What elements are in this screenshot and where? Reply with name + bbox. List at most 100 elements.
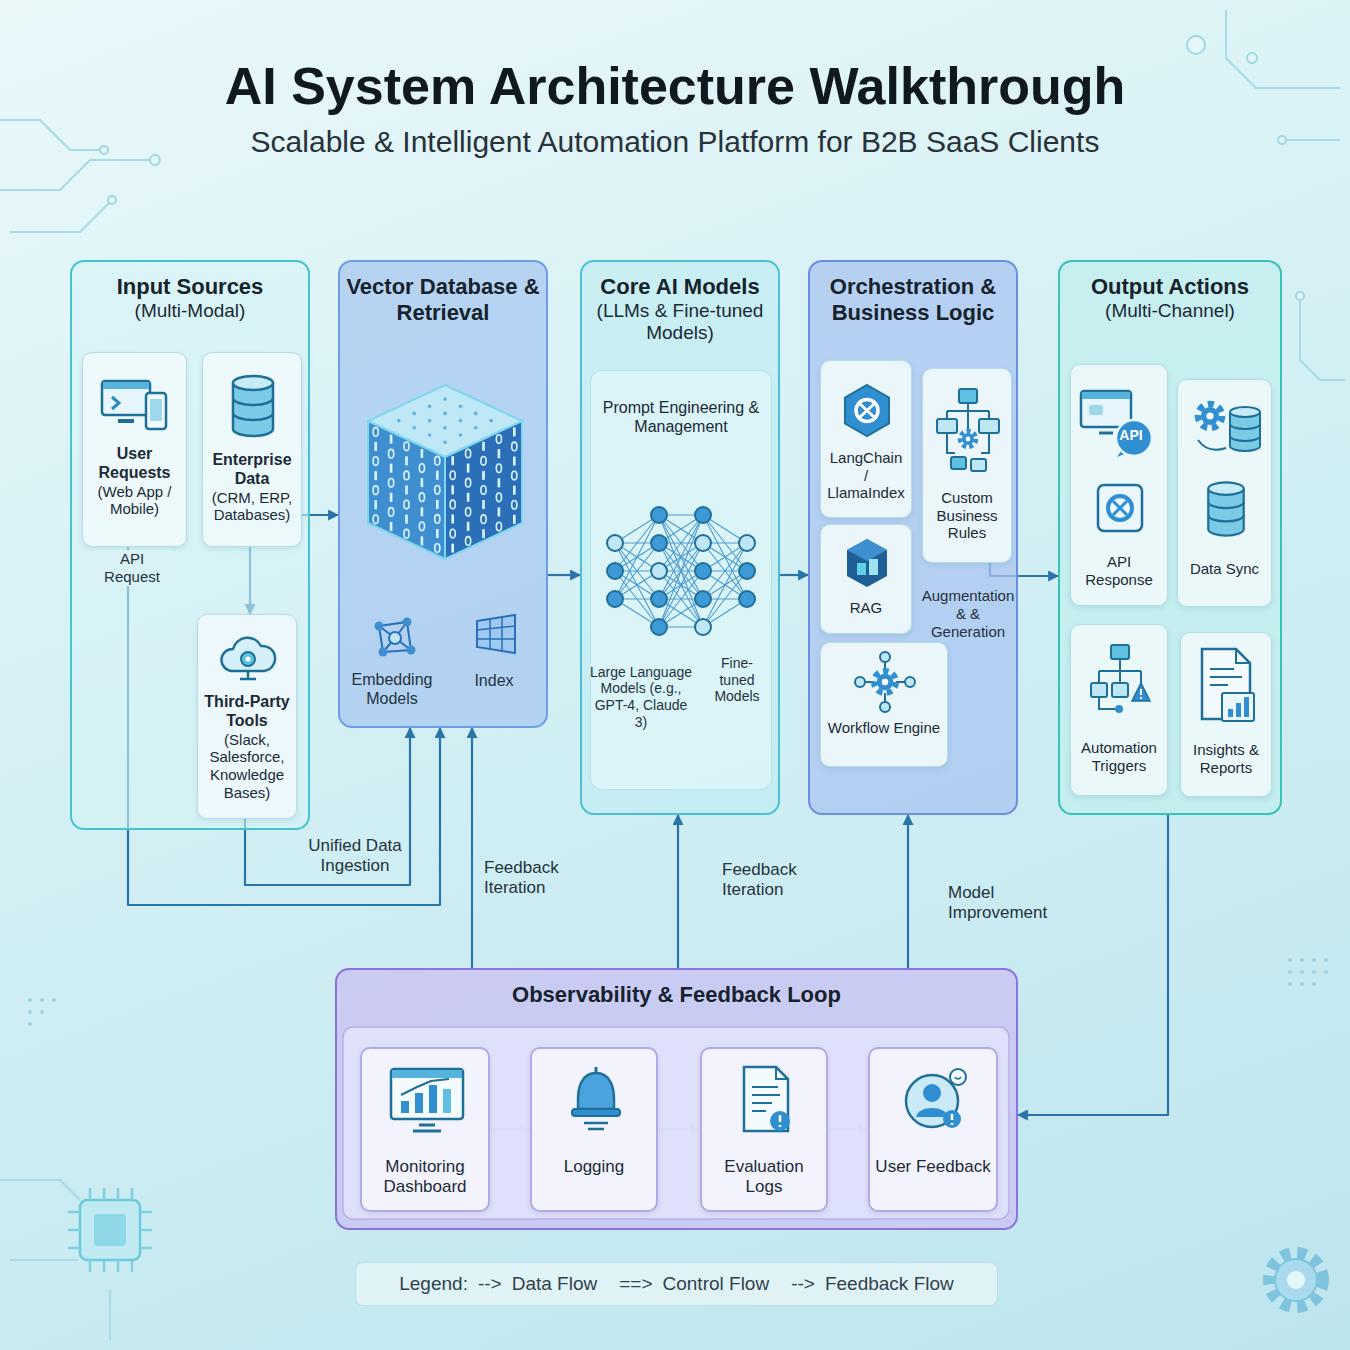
text-stack: Vector Database & Retrieval bbox=[345, 274, 541, 326]
orchestration-panel: Orchestration & Business LogicLangChain … bbox=[808, 260, 1018, 815]
text-stack: Data Sync bbox=[1183, 560, 1266, 578]
text-stack: Observability & Feedback Loop bbox=[342, 982, 1011, 1008]
node-heading: Vector Database & Retrieval bbox=[345, 274, 541, 326]
node-heading: Enterprise Data bbox=[208, 451, 296, 489]
input-panel: Input Sources(Multi-Modal)User Requests(… bbox=[70, 260, 310, 830]
logic-card: RAG bbox=[820, 524, 912, 634]
feedback-card: Evaluation Logs bbox=[700, 1047, 828, 1212]
feedback-card: User Feedback bbox=[868, 1047, 998, 1212]
legend-sample: --> bbox=[791, 1273, 815, 1295]
node-heading: Automation Triggers bbox=[1076, 739, 1162, 774]
node-heading: Data Sync bbox=[1183, 560, 1266, 578]
legend-box: Legend: --> Data Flow ==> Control Flow --> Fee… bbox=[355, 1262, 998, 1306]
node-subtext: (Slack, Salesforce, Knowledge Bases) bbox=[203, 731, 291, 802]
node-heading: Observability & Feedback Loop bbox=[342, 982, 1011, 1008]
feedback-card: Logging bbox=[530, 1047, 658, 1212]
observability-panel: Observability & Feedback LoopMonitoring … bbox=[335, 968, 1018, 1230]
node-subtext: (Web App / Mobile) bbox=[88, 483, 181, 518]
flow-arrow bbox=[677, 815, 679, 968]
node-heading: Evaluation Logs bbox=[707, 1157, 821, 1197]
text-stack: Output Actions(Multi-Channel) bbox=[1065, 274, 1275, 322]
models-panel: Core AI Models(LLMs & Fine-tuned Models)… bbox=[580, 260, 780, 815]
edge-label: Feedback Iteration bbox=[484, 858, 576, 898]
logic-card: Workflow Engine bbox=[820, 642, 948, 767]
source-card: Third-Party Tools(Slack, Salesforce, Kno… bbox=[197, 614, 297, 819]
gdb-icon bbox=[1188, 392, 1263, 464]
node-heading: User Feedback bbox=[875, 1157, 991, 1177]
output-card: Automation Triggers bbox=[1070, 624, 1168, 796]
legend-sample: ==> bbox=[619, 1273, 652, 1295]
devices-icon bbox=[100, 375, 170, 435]
flow-icon bbox=[935, 387, 1001, 479]
logic-card: Custom Business Rules bbox=[922, 368, 1012, 563]
legend-text: Data Flow bbox=[512, 1273, 598, 1295]
text-stack: Workflow Engine bbox=[826, 719, 942, 737]
text-stack: RAG bbox=[826, 599, 906, 617]
text-stack: Insights & Reports bbox=[1186, 741, 1266, 776]
logic-card: LangChain / LlamaIndex bbox=[820, 360, 912, 518]
report-icon bbox=[1198, 647, 1256, 725]
text-stack: LangChain / LlamaIndex bbox=[826, 449, 906, 502]
node-heading: Output Actions bbox=[1065, 274, 1275, 300]
cube-icon bbox=[360, 377, 530, 567]
user-icon bbox=[900, 1065, 970, 1135]
flow-arrow bbox=[471, 728, 473, 968]
prompt-card: Prompt Engineering & Management bbox=[590, 370, 772, 790]
flow-arrow bbox=[907, 815, 909, 968]
bell-icon bbox=[566, 1065, 626, 1135]
cloud-icon bbox=[218, 627, 278, 685]
edge-label: Feedback Iteration bbox=[722, 860, 814, 900]
icon-caption: Index bbox=[464, 672, 524, 691]
feedback-card: Monitoring Dashboard bbox=[360, 1047, 490, 1212]
chart-icon bbox=[387, 1065, 467, 1137]
edge-label: API Request bbox=[92, 550, 172, 585]
node-subtext: (Multi-Modal) bbox=[77, 300, 303, 322]
legend-text: Control Flow bbox=[663, 1273, 770, 1295]
node-heading: Monitoring Dashboard bbox=[367, 1157, 483, 1197]
output-card: Insights & Reports bbox=[1180, 632, 1272, 797]
text-stack: Third-Party Tools(Slack, Salesforce, Kno… bbox=[203, 693, 291, 802]
legend-title: Legend: bbox=[399, 1273, 468, 1295]
edge-label: Augmentation & & Generation bbox=[920, 587, 1016, 640]
chip-decor bbox=[68, 1188, 152, 1272]
db-icon bbox=[228, 371, 278, 441]
text-stack: Enterprise Data(CRM, ERP, Databases) bbox=[208, 451, 296, 524]
node-heading: Logging bbox=[537, 1157, 651, 1177]
legend-text: Feedback Flow bbox=[825, 1273, 954, 1295]
legend-sample: --> bbox=[478, 1273, 502, 1295]
node-heading: Orchestration & Business Logic bbox=[815, 274, 1011, 326]
diagram-subtitle: Scalable & Intelligent Automation Platfo… bbox=[0, 125, 1350, 159]
edge-label: Unified Data Ingestion bbox=[300, 836, 410, 876]
text-stack: Input Sources(Multi-Modal) bbox=[77, 274, 303, 322]
node-heading: User Requests bbox=[88, 445, 181, 483]
node-heading: Third-Party Tools bbox=[203, 693, 291, 731]
flow-arrow bbox=[548, 574, 580, 576]
text-stack: Automation Triggers bbox=[1076, 739, 1162, 774]
node-heading: Insights & Reports bbox=[1186, 741, 1266, 776]
node-heading: RAG bbox=[826, 599, 906, 617]
tree-icon bbox=[1089, 643, 1151, 717]
knot-icon bbox=[842, 383, 892, 438]
node-subtext: (CRM, ERP, Databases) bbox=[208, 489, 296, 524]
db-icon bbox=[1201, 478, 1251, 540]
node-heading: Core AI Models bbox=[587, 274, 773, 300]
text-stack: Logging bbox=[537, 1157, 651, 1177]
gear-decor bbox=[1269, 1253, 1323, 1307]
text-stack: API Response bbox=[1076, 553, 1162, 588]
wf-icon bbox=[854, 651, 916, 713]
diagram-title: AI System Architecture Walkthrough bbox=[0, 56, 1350, 116]
output-card: Data Sync bbox=[1177, 379, 1272, 607]
output-card: API Response bbox=[1070, 364, 1168, 606]
node-subtext: (LLMs & Fine-tuned Models) bbox=[587, 300, 773, 345]
output-panel: Output Actions(Multi-Channel) API Respons… bbox=[1058, 260, 1282, 815]
text-stack: Custom Business Rules bbox=[928, 489, 1006, 542]
circuit-traces bbox=[0, 10, 1345, 1340]
grid-icon bbox=[471, 609, 521, 659]
node-heading: Workflow Engine bbox=[826, 719, 942, 737]
badge-text: API bbox=[1111, 427, 1151, 444]
vector-db-panel: Vector Database & Retrieval bbox=[338, 260, 548, 728]
edge-label: Model Improvement bbox=[948, 883, 1060, 923]
net-icon bbox=[601, 496, 761, 646]
node-heading: Prompt Engineering & Management bbox=[596, 399, 766, 437]
